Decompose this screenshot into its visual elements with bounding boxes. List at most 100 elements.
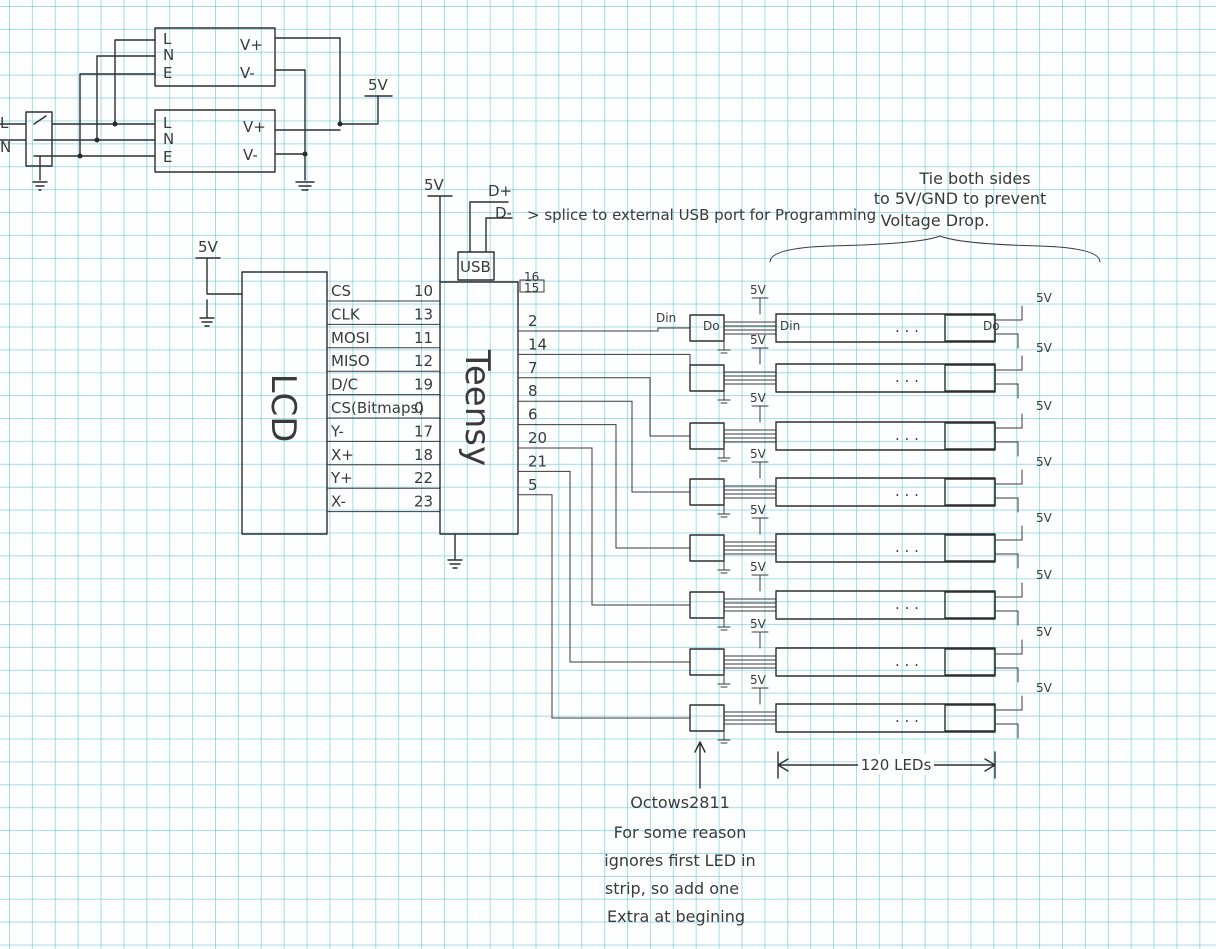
lcd-pin-name: MISO (331, 352, 370, 370)
led-strip-ellipsis: . . . (895, 708, 919, 726)
strip-end-power (994, 305, 1023, 349)
psu2-e-label: E (163, 148, 172, 166)
octo-note-line2: For some reason (614, 823, 747, 842)
usb-dminus-label: D- (495, 204, 512, 222)
lcd-module (241, 271, 328, 535)
tie-brace (769, 235, 1101, 263)
tie-note-line2: to 5V/GND to prevent (874, 189, 1047, 208)
octo-pointer-arrow (694, 741, 706, 789)
power-supply-1 (154, 27, 276, 87)
lcd-title: LCD (263, 374, 303, 443)
strip-end-5v: 5V (1036, 511, 1053, 525)
octo-dout-label: Do (703, 319, 720, 333)
data-line (517, 327, 691, 332)
led-strip-ellipsis: . . . (895, 426, 919, 444)
strip-start-power (717, 347, 769, 404)
teensy-5v-wire (427, 195, 453, 283)
strip-end-power (994, 582, 1023, 626)
strip-end-segment (944, 648, 996, 676)
strip-end-power (994, 469, 1023, 513)
tie-note-line1: Tie both sides (918, 169, 1030, 188)
mains-l-label: L (0, 114, 9, 132)
strip-start-5v: 5V (750, 673, 767, 687)
lcd-pin-number: 23 (414, 493, 433, 511)
strip-end-power (994, 413, 1023, 457)
psu1-vminus-label: V- (240, 64, 255, 82)
strip-end-segment (944, 591, 996, 619)
strip-end-segment (944, 478, 996, 506)
strip-start-5v: 5V (750, 391, 767, 405)
teensy-pin-label: 21 (528, 452, 547, 470)
lcd-pin-number: 22 (414, 469, 433, 487)
strip-start-5v: 5V (750, 333, 767, 347)
pin-15-label: 15 (524, 281, 539, 295)
strip-end-5v: 5V (1036, 291, 1053, 305)
data-line (517, 494, 691, 719)
strip-end-power (994, 355, 1023, 399)
strip-annotations: Din Din Do Do 120 LEDs Tie both sides to… (604, 169, 1101, 926)
strip-end-5v: 5V (1036, 399, 1053, 413)
pin-16-label: 16 (524, 270, 539, 284)
strip-start-5v: 5V (750, 447, 767, 461)
strip-end-power (994, 695, 1023, 739)
lcd-pin-name: CS(Bitmaps) (331, 399, 424, 417)
mains-switch-contacts (0, 115, 47, 181)
pin-15-pad (519, 279, 545, 293)
lcd-pin-name: CLK (331, 305, 361, 323)
strip-start-power (717, 574, 769, 631)
psu1-e-label: E (163, 64, 172, 82)
lcd-pin-name: Y+ (330, 469, 353, 487)
strip-end-5v: 5V (1036, 625, 1053, 639)
psu2-l-label: L (163, 114, 172, 132)
led-strip-ellipsis: . . . (895, 368, 919, 386)
lcd-pin-name: Y- (330, 422, 344, 440)
octo-output-board (689, 478, 725, 506)
teensy-title: Teensy (457, 349, 497, 466)
teensy-supply-label: 5V (424, 176, 445, 194)
strip-start-5v: 5V (750, 503, 767, 517)
psu2-vminus-label: V- (243, 146, 258, 164)
psu2-vplus-label: V+ (243, 118, 266, 136)
psu-ground-symbol (295, 181, 315, 191)
led-strip (775, 477, 996, 507)
strip-start-5v: 5V (750, 283, 767, 297)
strip-dout-label: Do (983, 319, 1000, 333)
led-strip-ellipsis: . . . (895, 595, 919, 613)
psu1-n-label: N (163, 46, 174, 64)
strip-end-power (994, 525, 1023, 569)
lcd-pin-number: 19 (414, 376, 433, 394)
teensy-board (439, 281, 519, 535)
lcd-power-wiring (195, 257, 243, 327)
din-label: Din (656, 311, 676, 325)
strip-start-power (717, 517, 769, 574)
lcd-pin-number: 0 (414, 399, 424, 417)
strip-start-power (717, 405, 769, 462)
led-strip (775, 533, 996, 563)
led-strip-ellipsis: . . . (895, 482, 919, 500)
lcd-pin-name: X- (331, 493, 346, 511)
led-strip (775, 647, 996, 677)
data-line (517, 424, 691, 549)
teensy-pin-label: 2 (528, 312, 538, 330)
strip-start-power (717, 297, 769, 354)
usb-data-wires (469, 201, 513, 253)
lcd-pin-name: D/C (331, 376, 358, 394)
strip-end-5v: 5V (1036, 568, 1053, 582)
strip-end-5v: 5V (1036, 681, 1053, 695)
octo-output-board (689, 314, 725, 342)
usb-connector (457, 251, 495, 281)
strip-end-segment (944, 422, 996, 450)
octo-note-line4: strip, so add one (605, 879, 739, 898)
teensy-section: Teensy USB 5V D+ D- > splice to external… (424, 176, 876, 719)
led-strip-section: . . . 5V 5V . . . 5V 5V . . . 5V 5V . . . 5V 5V . . … (689, 283, 1053, 744)
teensy-pin-label: 5 (528, 476, 538, 494)
power-supply-section: L N E V+ V- L N E V+ V- 5V L N (0, 27, 393, 191)
led-strip-ellipsis: . . . (895, 652, 919, 670)
lcd-supply-label: 5V (198, 238, 219, 256)
data-line (517, 470, 691, 663)
